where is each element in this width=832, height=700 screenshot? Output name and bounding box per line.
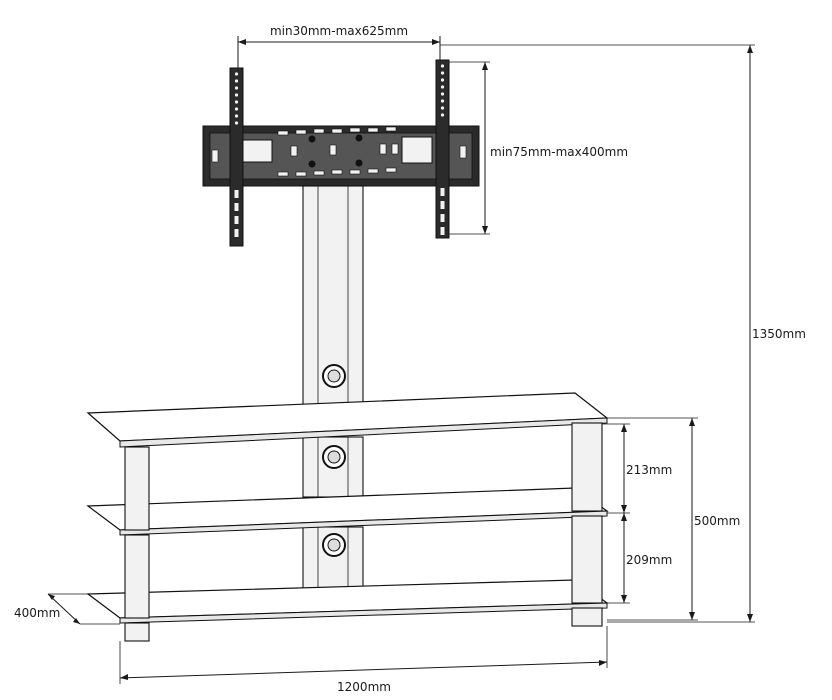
depth-dimension: 400mm xyxy=(14,593,120,625)
total-height-dimension: 1350mm xyxy=(440,44,806,623)
shelf-gap-dimensions: 213mm 209mm xyxy=(602,423,672,604)
lower-shelf-gap-label: 209mm xyxy=(626,553,672,567)
mount-width-dimension: min30mm-max625mm xyxy=(237,24,441,70)
upper-shelf-gap-label: 213mm xyxy=(626,463,672,477)
central-column xyxy=(302,185,364,590)
total-height-label: 1350mm xyxy=(752,327,806,341)
mount-height-label: min75mm-max400mm xyxy=(490,145,628,159)
stand-legs xyxy=(124,422,603,642)
width-dimension: 1200mm xyxy=(119,626,608,694)
shelf-unit-height-label: 500mm xyxy=(694,514,740,528)
shelf-unit-height-dimension: 500mm xyxy=(607,417,740,621)
mount-height-dimension: min75mm-max400mm xyxy=(449,61,628,235)
vesa-bracket xyxy=(202,59,480,247)
top-shelf xyxy=(86,392,609,448)
bottom-shelf xyxy=(86,579,609,624)
middle-shelf xyxy=(86,487,609,536)
mount-width-label: min30mm-max625mm xyxy=(270,24,408,38)
width-label: 1200mm xyxy=(337,680,391,694)
depth-label: 400mm xyxy=(14,606,60,620)
